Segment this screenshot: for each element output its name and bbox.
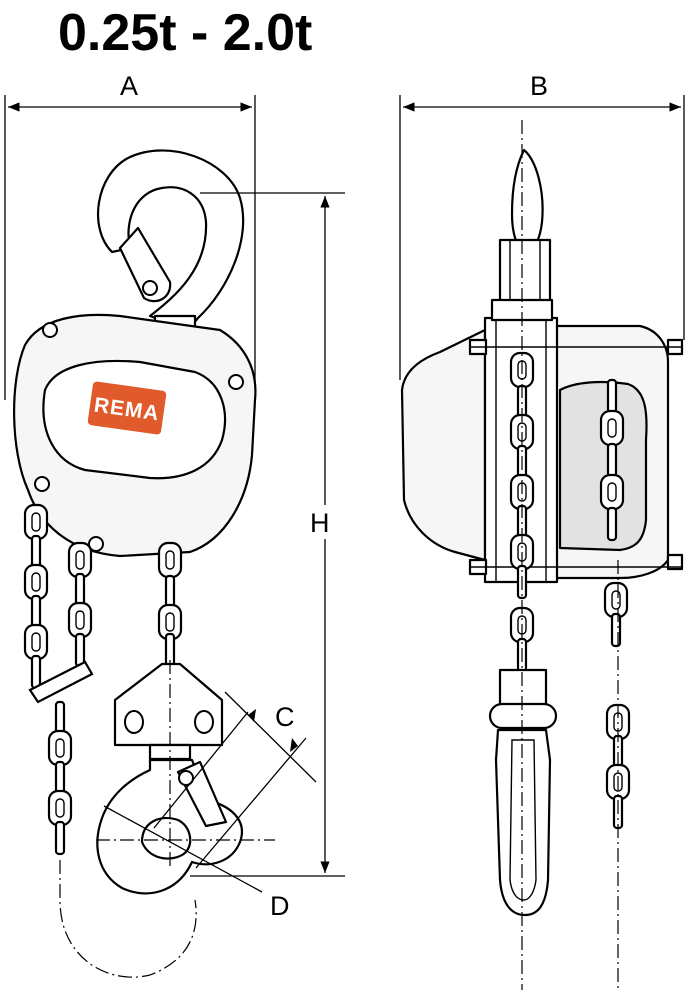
capacity-title: 0.25t - 2.0t (58, 4, 312, 62)
side-hook-shank (498, 238, 552, 304)
bolt-hole-tl (42, 322, 58, 338)
side-bottom-block (498, 668, 548, 708)
bolt-hole-bc (88, 536, 104, 552)
dim-b-label: B (530, 71, 548, 101)
side-top-hook (510, 148, 544, 256)
hand-chain-left (23, 503, 94, 856)
side-left-housing (400, 328, 487, 562)
bolt-hole-bl (34, 476, 50, 492)
dim-c-line (224, 691, 317, 783)
block-hole-right (194, 710, 214, 734)
bottom-latch-pin (178, 770, 194, 786)
bottom-hook-throat (140, 816, 192, 860)
dim-d-line (103, 805, 263, 893)
dim-c-arrow-2 (290, 738, 298, 752)
dim-c-ext-2 (195, 737, 307, 869)
dim-h-label: H (310, 508, 330, 538)
dim-h-label-bg (306, 505, 344, 539)
dim-d-label: D (270, 891, 290, 921)
side-chain-guide (558, 380, 648, 552)
latch-pin (142, 280, 158, 296)
hook-latch (118, 226, 172, 303)
chain-loop-centerline (59, 860, 197, 978)
block-hole-left (124, 710, 144, 734)
side-view: B (399, 71, 685, 990)
dim-a-label: A (120, 71, 138, 101)
side-bolts (468, 338, 684, 576)
top-hook (96, 149, 245, 332)
dim-c-ext-1 (153, 711, 249, 829)
bolt-hole-tr (228, 374, 244, 390)
load-chain-front (157, 541, 183, 668)
dim-c-arrow-1 (248, 709, 256, 722)
front-view: A REMA (4, 71, 345, 978)
dim-c-label: C (275, 702, 295, 732)
brand-plate (87, 381, 167, 435)
side-bottom-hook (494, 728, 552, 917)
side-block-collar (488, 702, 558, 730)
